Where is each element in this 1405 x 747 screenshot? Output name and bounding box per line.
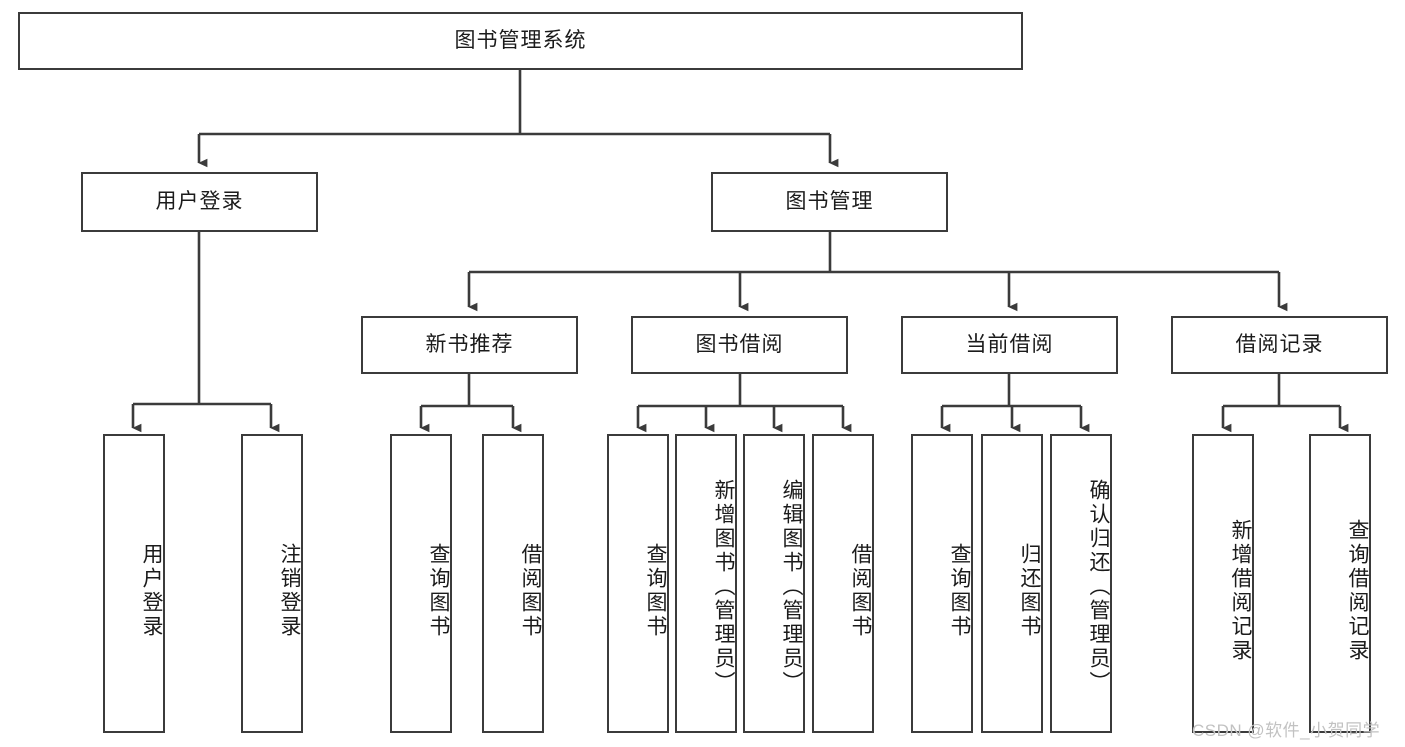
node-current-borrow[interactable]: 当前借阅 bbox=[901, 316, 1118, 374]
node-user-login[interactable]: 用户登录 bbox=[81, 172, 318, 232]
node-book-borrow-label: 图书借阅 bbox=[695, 333, 784, 357]
node-leaf-confirm-return[interactable]: 确认归还（管理员） bbox=[1050, 434, 1112, 733]
node-book-borrow[interactable]: 图书借阅 bbox=[631, 316, 848, 374]
node-leaf-return-book-label: 归还图书 bbox=[1018, 542, 1041, 639]
node-new-book-recommend[interactable]: 新书推荐 bbox=[361, 316, 578, 374]
watermark-text: CSDN @软件_小贺同学 bbox=[1192, 721, 1381, 740]
node-leaf-query-book-1[interactable]: 查询图书 bbox=[390, 434, 452, 733]
node-leaf-query-book-2-label: 查询图书 bbox=[644, 542, 667, 639]
node-leaf-return-book[interactable]: 归还图书 bbox=[981, 434, 1043, 733]
node-user-login-label: 用户登录 bbox=[155, 190, 244, 214]
node-leaf-borrow-book-1[interactable]: 借阅图书 bbox=[482, 434, 544, 733]
node-leaf-borrow-book-1-label: 借阅图书 bbox=[519, 542, 542, 639]
node-leaf-edit-book[interactable]: 编辑图书（管理员） bbox=[743, 434, 805, 733]
node-leaf-add-record[interactable]: 新增借阅记录 bbox=[1192, 434, 1254, 733]
node-current-borrow-label: 当前借阅 bbox=[965, 333, 1054, 357]
node-leaf-add-book[interactable]: 新增图书（管理员） bbox=[675, 434, 737, 733]
node-leaf-user-login-label: 用户登录 bbox=[140, 542, 163, 639]
node-leaf-query-book-3-label: 查询图书 bbox=[948, 542, 971, 639]
node-leaf-logout-label: 注销登录 bbox=[278, 542, 301, 639]
node-root-label: 图书管理系统 bbox=[454, 29, 587, 53]
node-leaf-edit-book-label: 编辑图书（管理员） bbox=[780, 478, 803, 695]
node-leaf-borrow-book-2[interactable]: 借阅图书 bbox=[812, 434, 874, 733]
node-book-management-label: 图书管理 bbox=[785, 190, 874, 214]
node-leaf-query-book-2[interactable]: 查询图书 bbox=[607, 434, 669, 733]
node-leaf-logout[interactable]: 注销登录 bbox=[241, 434, 303, 733]
node-new-book-recommend-label: 新书推荐 bbox=[425, 333, 514, 357]
node-leaf-query-book-1-label: 查询图书 bbox=[427, 542, 450, 639]
node-book-management[interactable]: 图书管理 bbox=[711, 172, 948, 232]
node-leaf-confirm-return-label: 确认归还（管理员） bbox=[1087, 478, 1110, 695]
node-borrow-record-label: 借阅记录 bbox=[1235, 333, 1324, 357]
node-leaf-add-book-label: 新增图书（管理员） bbox=[712, 478, 735, 695]
node-borrow-record[interactable]: 借阅记录 bbox=[1171, 316, 1388, 374]
node-leaf-add-record-label: 新增借阅记录 bbox=[1229, 518, 1252, 663]
node-leaf-user-login[interactable]: 用户登录 bbox=[103, 434, 165, 733]
node-root[interactable]: 图书管理系统 bbox=[18, 12, 1023, 70]
node-leaf-query-book-3[interactable]: 查询图书 bbox=[911, 434, 973, 733]
node-leaf-query-record[interactable]: 查询借阅记录 bbox=[1309, 434, 1371, 733]
node-leaf-query-record-label: 查询借阅记录 bbox=[1346, 518, 1369, 663]
node-leaf-borrow-book-2-label: 借阅图书 bbox=[849, 542, 872, 639]
